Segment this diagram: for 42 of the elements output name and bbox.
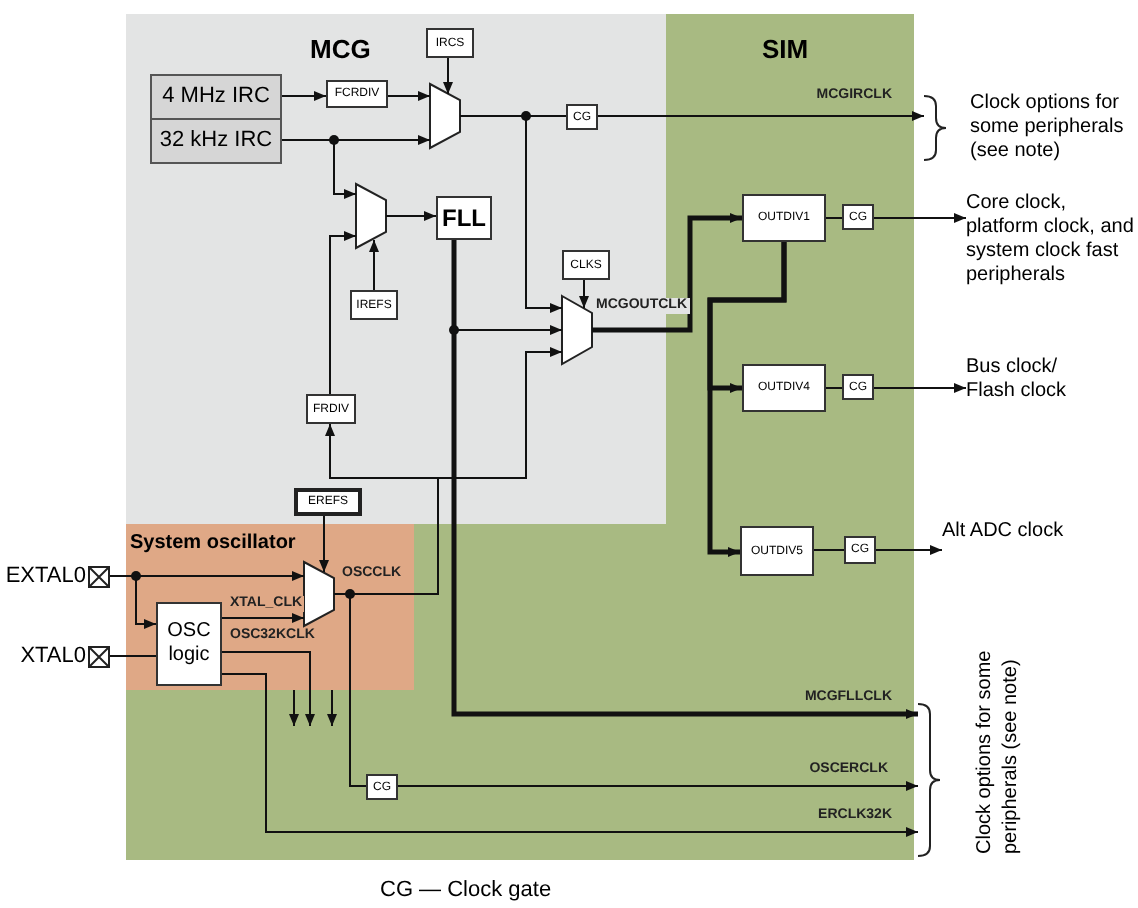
output-label: Core clock, platform clock, and system clock fast peripherals <box>966 192 1138 300</box>
connector-arrow <box>221 673 919 837</box>
connector-arrow <box>443 57 453 95</box>
connector-arrow <box>369 239 379 291</box>
panel-title: SIM <box>762 32 809 68</box>
connector-arrow <box>221 613 305 623</box>
connector-arrow <box>281 91 327 101</box>
multiplexer <box>304 562 334 626</box>
connector-arrow <box>397 781 919 791</box>
connector-arrow <box>327 689 337 727</box>
osc-logic-box: OSC logic <box>156 602 222 686</box>
connector-arrow <box>592 213 742 333</box>
connector-arrow <box>873 383 967 393</box>
connector-arrow <box>707 242 787 557</box>
connector-arrow <box>329 231 357 395</box>
connector-arrow <box>873 213 967 223</box>
output-label: Clock options for some peripherals (see note) <box>972 648 1024 854</box>
connector-arrow <box>319 515 329 573</box>
output-label: Alt ADC clock <box>942 520 1066 576</box>
connector-arrow <box>451 240 918 719</box>
output-label: Clock options for some peripherals (see note) <box>970 92 1126 164</box>
note-text: CG — Clock gate <box>380 876 552 906</box>
connector-arrow <box>387 91 431 101</box>
sim-panel <box>126 14 914 860</box>
multiplexer <box>562 296 592 364</box>
oscillator-source-box: 4 MHz IRC <box>150 74 282 120</box>
fll-box: FLL <box>436 196 492 240</box>
pin-label: XTAL0 <box>20 645 86 667</box>
oscillator-source-box: 32 kHz IRC <box>150 118 282 164</box>
pin-label: EXTAL0 <box>5 565 86 587</box>
panel-title: MCG <box>310 32 371 68</box>
oscillator-panel <box>126 524 414 690</box>
panel-title: System oscillator <box>130 530 296 558</box>
multiplexer <box>356 184 386 248</box>
connector-arrow <box>385 211 437 221</box>
multiplexer <box>430 84 460 148</box>
output-label: Bus clock/ Flash clock <box>966 356 1106 412</box>
connector-arrow <box>597 111 925 121</box>
connector-arrow <box>875 545 943 555</box>
connector-arrow <box>221 651 315 727</box>
connector-arrow <box>579 279 589 309</box>
connector-arrow <box>289 689 299 727</box>
